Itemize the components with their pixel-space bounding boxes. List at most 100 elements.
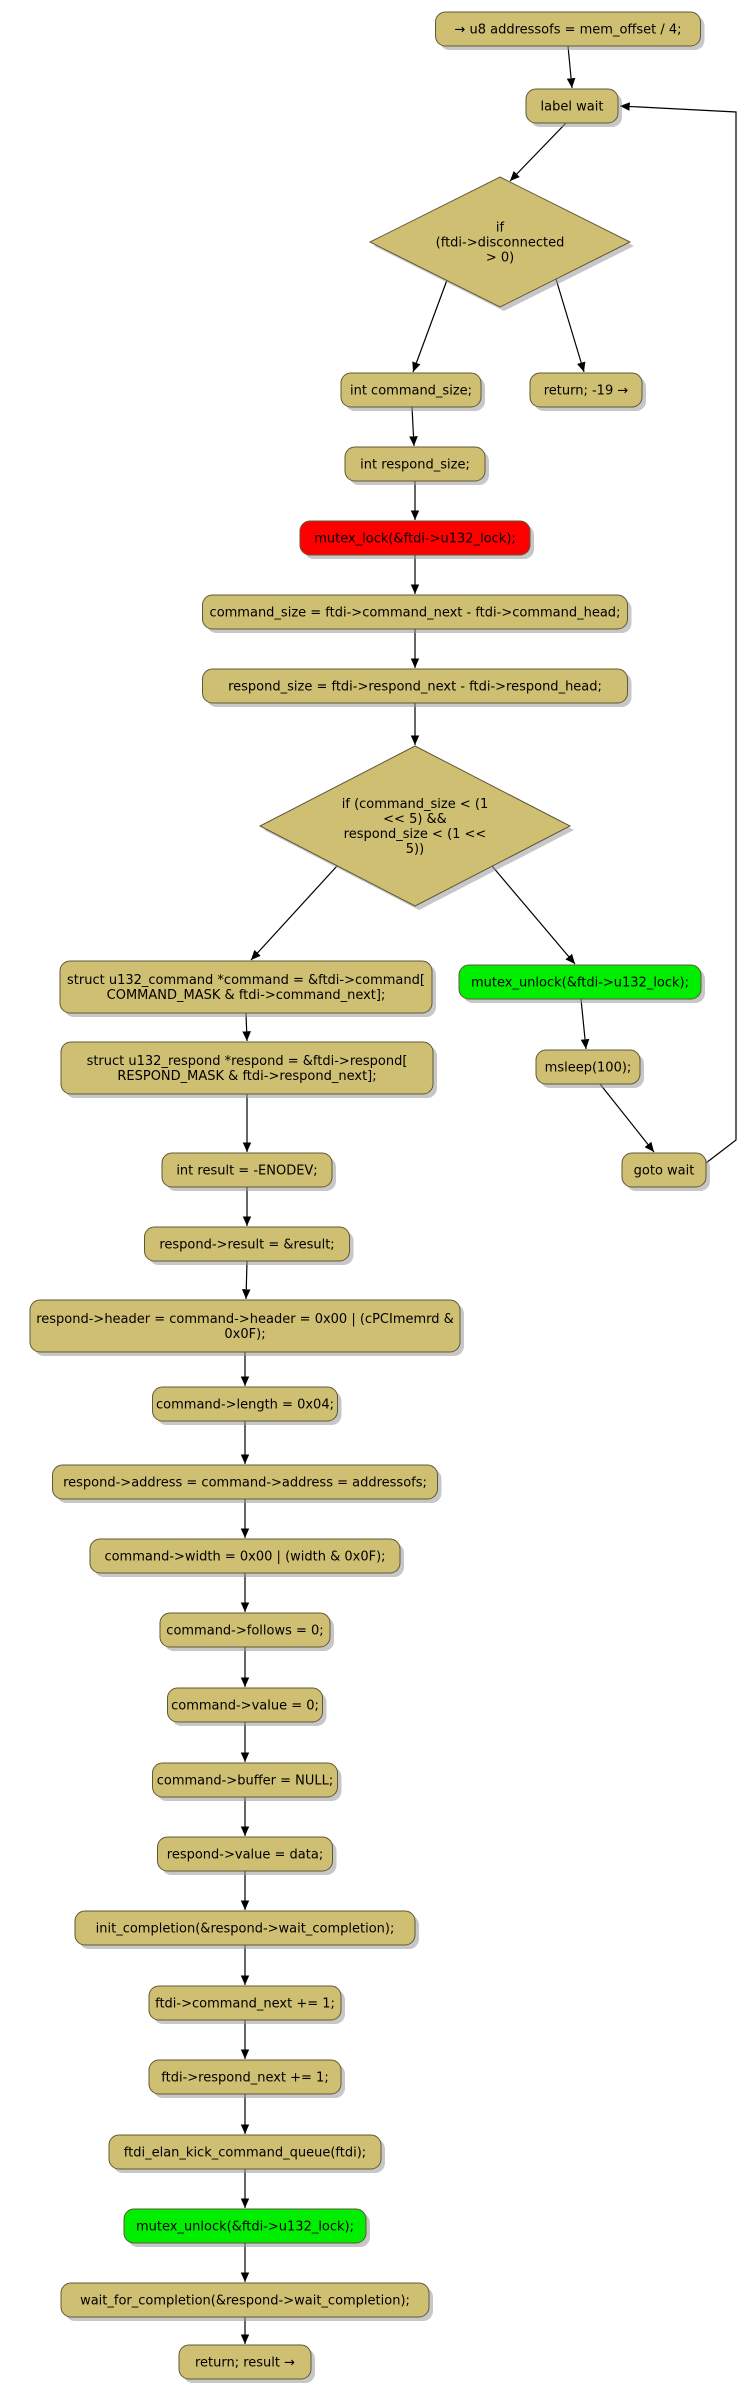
node-goto-wait-shape — [621, 1152, 707, 1188]
node-decl-respond-size-label: int respond_size; — [360, 458, 470, 473]
node-assign-command-size-label: command_size = ftdi->command_next - ftdi… — [210, 606, 621, 621]
node-assign-respond-size: respond_size = ftdi->respond_next - ftdi… — [202, 668, 632, 707]
edge-if-queue-space--decl-u132-command — [250, 865, 338, 961]
edge-respond-result--respond-header — [241, 1260, 251, 1300]
node-if-queue-space-label: if (command_size < (1<< 5) &&respond_siz… — [342, 797, 489, 857]
node-if-disconnected-label: if(ftdi->disconnected> 0) — [436, 221, 565, 266]
node-assign-respond-size-label: respond_size = ftdi->respond_next - ftdi… — [228, 680, 602, 695]
node-mutex-unlock-retry: mutex_unlock(&ftdi->u132_lock); — [458, 964, 705, 1003]
edge-mutex-unlock-retry--msleep-100 — [580, 998, 590, 1050]
node-assign-command-size-shape — [202, 594, 628, 630]
node-mutex-lock-label: mutex_lock(&ftdi->u132_lock); — [314, 532, 516, 547]
node-decl-result-enodev: int result = -ENODEV; — [161, 1152, 336, 1191]
node-respond-address-label: respond->address = command->address = ad… — [63, 1476, 427, 1491]
node-decl-respond-size: int respond_size; — [344, 446, 489, 485]
node-wait-for-completion-shape — [60, 2282, 430, 2318]
node-decl-u132-command-label: struct u132_command *command = &ftdi->co… — [67, 973, 425, 1003]
node-decl-u132-command-shape — [59, 960, 433, 1014]
edge-msleep-100--goto-wait — [599, 1083, 655, 1153]
node-kick-command-queue-shape — [108, 2134, 382, 2170]
node-respond-header-shape — [29, 1299, 461, 1353]
node-label-wait-shape — [525, 88, 619, 124]
node-respond-result-shape — [144, 1226, 350, 1262]
node-if-disconnected: if(ftdi->disconnected> 0) — [368, 176, 634, 311]
node-kick-command-queue: ftdi_elan_kick_command_queue(ftdi); — [108, 2134, 385, 2173]
node-respond-address: respond->address = command->address = ad… — [52, 1464, 442, 1503]
edge-if-disconnected--return-minus-19 — [555, 278, 586, 373]
node-respond-address-shape — [52, 1464, 438, 1500]
node-command-next-inc-shape — [148, 1985, 342, 2021]
node-respond-header-label: respond->header = command->header = 0x00… — [36, 1312, 454, 1342]
edge-decl-command-size--decl-respond-size — [409, 406, 418, 447]
node-respond-result-label: respond->result = &result; — [159, 1238, 334, 1253]
edge-label-wait--if-disconnected — [509, 122, 567, 182]
node-respond-result: respond->result = &result; — [144, 1226, 354, 1265]
edge-if-queue-space--mutex-unlock-retry — [491, 865, 576, 965]
node-return-minus-19-shape — [529, 372, 643, 408]
node-respond-next-inc-label: ftdi->respond_next += 1; — [161, 2071, 328, 2086]
edge-entry-u8-addressofs--label-wait — [566, 45, 576, 89]
node-entry-u8-addressofs-label: → u8 addressofs = mem_offset / 4; — [454, 23, 681, 38]
node-label-wait-label: label wait — [541, 100, 604, 115]
node-decl-command-size-label: int command_size; — [350, 384, 472, 399]
node-init-completion-shape — [74, 1910, 416, 1946]
node-command-width-label: command->width = 0x00 | (width & 0x0F); — [104, 1550, 385, 1565]
node-decl-command-size-shape — [340, 372, 482, 408]
node-return-minus-19-label: return; -19 → — [544, 384, 629, 399]
node-return-result-label: return; result → — [195, 2356, 295, 2371]
node-decl-respond-size-shape — [344, 446, 486, 482]
node-goto-wait: goto wait — [621, 1152, 710, 1191]
node-respond-value-label: respond->value = data; — [167, 1848, 323, 1863]
node-entry-u8-addressofs-shape — [435, 11, 701, 47]
node-command-next-inc: ftdi->command_next += 1; — [148, 1985, 345, 2024]
node-init-completion: init_completion(&respond->wait_completio… — [74, 1910, 419, 1949]
node-command-value-shape — [167, 1687, 323, 1723]
node-return-result: return; result → — [178, 2344, 315, 2383]
node-respond-header: respond->header = command->header = 0x00… — [29, 1299, 464, 1356]
node-respond-next-inc: ftdi->respond_next += 1; — [148, 2059, 345, 2098]
node-respond-value-shape — [157, 1836, 333, 1872]
node-command-length: command->length = 0x04; — [152, 1386, 342, 1425]
node-msleep-100-label: msleep(100); — [545, 1061, 632, 1076]
edge-if-disconnected--decl-command-size — [412, 279, 448, 373]
node-wait-for-completion: wait_for_completion(&respond->wait_compl… — [60, 2282, 433, 2321]
node-command-length-label: command->length = 0x04; — [156, 1398, 334, 1413]
node-mutex-unlock-retry-label: mutex_unlock(&ftdi->u132_lock); — [471, 976, 689, 991]
node-decl-u132-respond-label: struct u132_respond *respond = &ftdi->re… — [87, 1054, 408, 1084]
node-command-value-label: command->value = 0; — [171, 1699, 319, 1714]
node-if-disconnected-shape — [368, 176, 632, 308]
node-command-follows-label: command->follows = 0; — [166, 1624, 323, 1639]
node-mutex-unlock-main: mutex_unlock(&ftdi->u132_lock); — [123, 2208, 370, 2247]
node-command-buffer-shape — [152, 1762, 338, 1798]
node-mutex-unlock-main-shape — [123, 2208, 367, 2244]
node-decl-command-size: int command_size; — [340, 372, 485, 411]
node-assign-command-size: command_size = ftdi->command_next - ftdi… — [202, 594, 632, 633]
node-mutex-lock-shape — [299, 520, 531, 556]
node-command-follows: command->follows = 0; — [159, 1612, 334, 1651]
node-return-minus-19: return; -19 → — [529, 372, 646, 411]
node-respond-value: respond->value = data; — [157, 1836, 337, 1875]
edge-decl-u132-command--decl-u132-respond — [242, 1012, 251, 1042]
node-entry-u8-addressofs: → u8 addressofs = mem_offset / 4; — [435, 11, 705, 50]
node-command-buffer: command->buffer = NULL; — [152, 1762, 342, 1801]
node-command-next-inc-label: ftdi->command_next += 1; — [155, 1997, 335, 2012]
node-decl-u132-respond: struct u132_respond *respond = &ftdi->re… — [60, 1041, 437, 1098]
node-kick-command-queue-label: ftdi_elan_kick_command_queue(ftdi); — [124, 2146, 366, 2161]
node-init-completion-label: init_completion(&respond->wait_completio… — [96, 1922, 395, 1937]
node-goto-wait-label: goto wait — [634, 1164, 695, 1179]
node-command-length-shape — [152, 1386, 338, 1422]
node-mutex-unlock-main-label: mutex_unlock(&ftdi->u132_lock); — [136, 2220, 354, 2235]
edge-goto-wait--label-wait — [619, 102, 737, 1164]
node-return-result-shape — [178, 2344, 312, 2380]
node-decl-u132-respond-shape — [60, 1041, 434, 1095]
node-if-queue-space: if (command_size < (1<< 5) &&respond_siz… — [258, 745, 574, 910]
node-if-queue-space-shape — [258, 745, 572, 907]
node-command-value: command->value = 0; — [167, 1687, 327, 1726]
node-msleep-100: msleep(100); — [535, 1049, 644, 1088]
node-command-width: command->width = 0x00 | (width & 0x0F); — [89, 1538, 404, 1577]
node-label-wait: label wait — [525, 88, 622, 127]
node-msleep-100-shape — [535, 1049, 641, 1085]
node-mutex-unlock-retry-shape — [458, 964, 702, 1000]
